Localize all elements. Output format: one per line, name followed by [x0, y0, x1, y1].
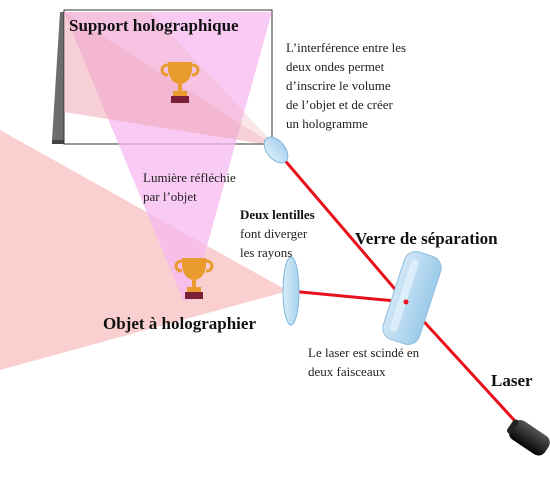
- beam-splitter-icon: [382, 251, 442, 345]
- interference-line: un hologramme: [286, 116, 368, 131]
- reflected-light-text: Lumière réfléchie par l’objet: [143, 168, 236, 206]
- laser-pointer-icon: [507, 419, 550, 456]
- object-light-cone: [0, 130, 288, 370]
- split-line: Le laser est scindé en: [308, 345, 420, 360]
- interference-line: L’interférence entre les: [286, 40, 407, 55]
- support-label: Support holographique: [69, 16, 239, 35]
- reflected-line: Lumière réfléchie: [143, 170, 236, 185]
- laser-beam-object: [289, 289, 407, 304]
- lenses-line: les rayons: [240, 245, 293, 260]
- interference-line: de l’objet et de créer: [286, 97, 393, 112]
- split-text: Le laser est scindé en deux faisceaux: [308, 343, 419, 381]
- laser-beam-main: [404, 300, 527, 434]
- lens-icon: [282, 256, 300, 326]
- reflected-line: par l’objet: [143, 189, 197, 204]
- splitter-label: Verre de séparation: [355, 229, 498, 248]
- trophy-icon: [160, 62, 200, 103]
- lenses-title: Deux lentilles: [240, 207, 315, 222]
- interference-text: L’interférence entre les deux ondes perm…: [286, 38, 406, 133]
- lens-icon: [263, 136, 289, 164]
- trophy-icon: [174, 258, 214, 299]
- split-line: deux faisceaux: [308, 364, 386, 379]
- lenses-text: Deux lentilles font diverger les rayons: [240, 205, 315, 262]
- object-label: Objet à holographier: [103, 314, 256, 333]
- interference-line: deux ondes permet: [286, 59, 385, 74]
- lenses-line: font diverger: [240, 226, 308, 241]
- laser-label: Laser: [491, 371, 533, 390]
- reference-beam-cone: [64, 12, 276, 146]
- laser-beam-reference: [274, 149, 408, 303]
- interference-line: d’inscrire le volume: [286, 78, 391, 93]
